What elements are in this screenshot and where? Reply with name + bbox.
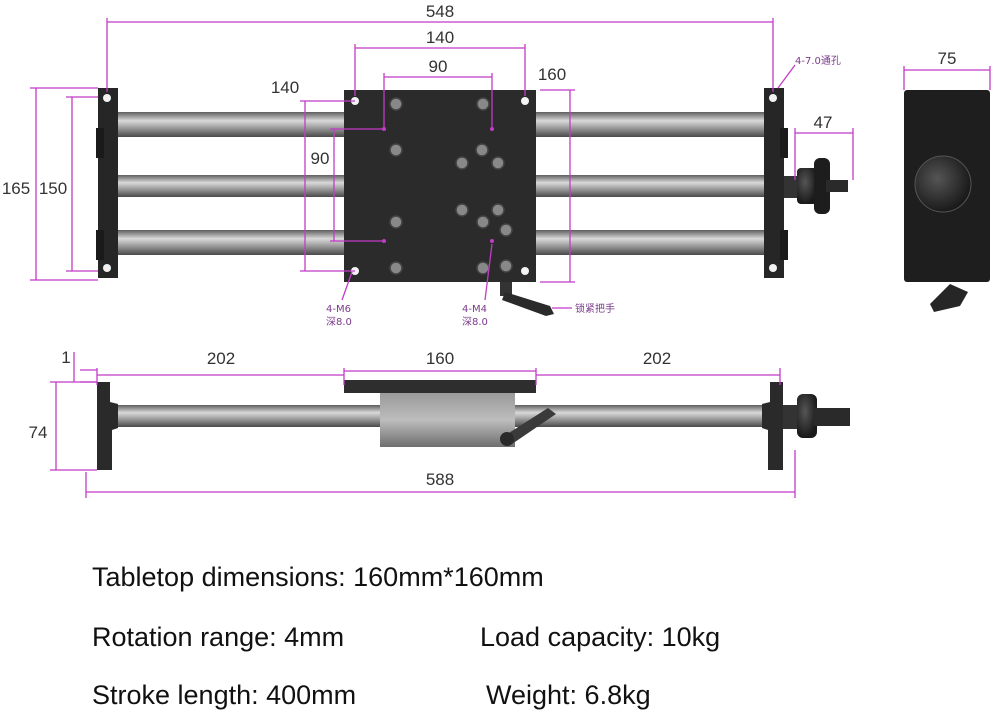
spec-load: Load capacity: 10kg xyxy=(480,622,721,652)
technical-drawing: 548 140 90 160 140 90 165 150 47 75 4-7.… xyxy=(2,2,991,498)
spec-tabletop: Tabletop dimensions: 160mm*160mm xyxy=(92,562,544,592)
note-mount-holes: 4-7.0通孔 xyxy=(795,55,841,67)
dim-side-height: 74 xyxy=(29,423,48,442)
spec-stroke: Stroke length: 400mm xyxy=(92,680,357,710)
dim-hole-offset: 140 xyxy=(271,78,299,97)
top-right-mount-hole-lower xyxy=(769,264,777,272)
dim-inner-height: 150 xyxy=(39,179,67,198)
top-view: 548 140 90 160 140 90 165 150 47 75 4-7.… xyxy=(2,2,991,328)
side-table-plate xyxy=(344,380,536,393)
top-right-end-block xyxy=(764,88,784,278)
spec-weight: Weight: 6.8kg xyxy=(486,680,651,710)
dim-overall-width: 548 xyxy=(426,2,454,21)
side-lock-handle xyxy=(504,408,556,444)
dim-hole-spacing-x: 90 xyxy=(429,57,448,76)
side-right-bracket xyxy=(762,382,783,470)
note-m4-line1: 4-M4 xyxy=(462,304,487,315)
side-carriage-block xyxy=(380,393,515,447)
top-left-mount-hole-lower xyxy=(103,264,111,272)
dim-side-left-travel: 202 xyxy=(207,349,235,368)
dim-side-gap: 1 xyxy=(61,348,70,367)
end-view-knob xyxy=(914,155,972,213)
dim-plate-hole-width: 140 xyxy=(426,28,454,47)
top-lock-handle xyxy=(502,292,554,316)
end-view xyxy=(904,90,990,312)
note-lock-handle: 锁紧把手 xyxy=(575,302,615,315)
dim-handle-offset: 47 xyxy=(814,113,833,132)
dim-side-right-travel: 202 xyxy=(643,349,671,368)
dim-side-overall-length: 588 xyxy=(426,470,454,489)
spec-rotation: Rotation range: 4mm xyxy=(92,622,345,652)
top-carriage-plate xyxy=(344,90,536,282)
dim-rail-span: 160 xyxy=(538,65,566,84)
dim-overall-height: 165 xyxy=(2,179,30,198)
top-right-mount-hole-upper xyxy=(769,94,777,102)
note-m4-line2: 深8.0 xyxy=(462,316,488,328)
side-left-bracket xyxy=(97,382,118,470)
dim-side-table-width: 160 xyxy=(426,349,454,368)
spec-list: Tabletop dimensions: 160mm*160mm Rotatio… xyxy=(0,540,1000,718)
dim-end-view-width: 75 xyxy=(938,49,957,68)
top-left-mount-hole-upper xyxy=(103,94,111,102)
dim-hole-spacing-y: 90 xyxy=(311,149,330,168)
side-dimension-lines xyxy=(50,352,796,498)
note-m6-line1: 4-M6 xyxy=(326,304,351,315)
top-dimension-lines xyxy=(30,18,991,309)
note-m6-line2: 深8.0 xyxy=(326,316,352,328)
side-view: 1 202 160 202 74 588 xyxy=(29,348,850,498)
top-knob xyxy=(797,168,817,204)
